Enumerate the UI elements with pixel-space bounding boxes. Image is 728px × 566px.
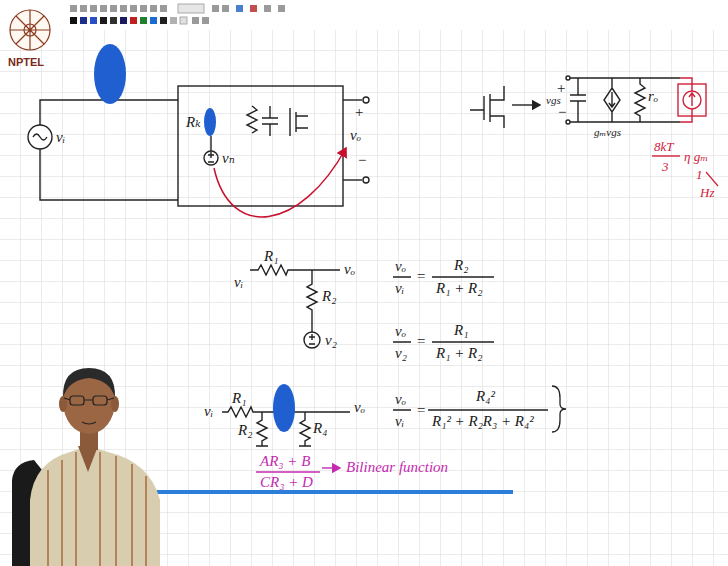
signal-name: vᵢ <box>204 403 213 420</box>
part-name: rₒ <box>648 88 658 105</box>
logo-text: NPTEL <box>8 54 44 71</box>
erase-blob <box>204 108 216 136</box>
note-text: Bilinear function <box>346 459 448 476</box>
signal-name: vᵢ <box>234 274 243 291</box>
noise-current-source <box>652 78 706 156</box>
part-name: R₁ <box>232 390 246 407</box>
toolbar <box>0 0 728 30</box>
fraction-bars <box>393 277 548 410</box>
nptel-logo <box>10 10 50 50</box>
brace <box>552 386 566 432</box>
transfer-arrow <box>214 148 346 217</box>
signal-name: vₙ <box>222 150 235 167</box>
equation-term: vₒ <box>395 391 406 408</box>
network-block <box>178 86 369 206</box>
fraction-bar <box>256 471 320 472</box>
equation-sign: = <box>416 333 426 350</box>
part-name: R₄ <box>313 420 327 437</box>
equation-sign: = <box>416 268 426 285</box>
noise-formula: 8kT <box>654 138 674 155</box>
part-name: Rₖ <box>186 114 201 131</box>
small-signal-model <box>566 76 680 124</box>
lecturer-photo <box>12 368 160 566</box>
signal-name: vᵢ <box>56 129 65 146</box>
equation-sign: = <box>416 402 426 419</box>
erase-blob <box>273 384 295 432</box>
progress-bar <box>155 490 513 494</box>
divider-circuit <box>250 265 340 348</box>
part-name: R₂ <box>322 288 336 305</box>
maps-to-arrow <box>322 467 340 468</box>
input-circuit <box>28 100 178 200</box>
maps-to-arrow <box>512 104 540 105</box>
equation-term: vᵢ <box>395 280 404 297</box>
noise-formula: 1 <box>696 166 703 183</box>
equation-term: R₁ <box>454 322 468 339</box>
equation-term: R₁ + R₂ <box>436 345 482 362</box>
equation-term: CR₃ + D <box>260 474 313 491</box>
grid-ground <box>0 30 728 566</box>
mosfet-symbol <box>470 86 504 128</box>
noise-formula: η gₘ <box>684 148 708 165</box>
noise-formula: Hz <box>700 184 714 201</box>
part-name: R₁ <box>264 248 278 265</box>
signal-name: gₘvgs <box>594 126 621 139</box>
equation-term: R₂ <box>454 257 468 274</box>
equation-term: vₒ <box>395 258 406 275</box>
equation-term: vᵢ <box>395 413 404 430</box>
red-slash <box>706 172 718 186</box>
erase-blob <box>94 44 126 104</box>
polarity-sign: − <box>557 104 567 121</box>
noise-formula: 3 <box>662 158 669 175</box>
polarity-sign: − <box>357 152 367 169</box>
signal-name: vₒ <box>350 127 361 144</box>
equation-term: vₒ <box>395 323 406 340</box>
equation-term: R₁² + R₂R₃ + R₄² <box>432 413 534 430</box>
equation-term: AR₃ + B <box>260 453 310 470</box>
signal-name: vₒ <box>344 261 355 278</box>
signal-name: vₒ <box>354 399 365 416</box>
signal-name: v₂ <box>325 332 337 349</box>
equation-term: R₁ + R₂ <box>436 280 482 297</box>
equation-term: R₄² <box>476 388 495 405</box>
equation-term: v₂ <box>395 345 407 362</box>
part-name: R₂ <box>238 422 252 439</box>
polarity-sign: + <box>354 104 364 121</box>
